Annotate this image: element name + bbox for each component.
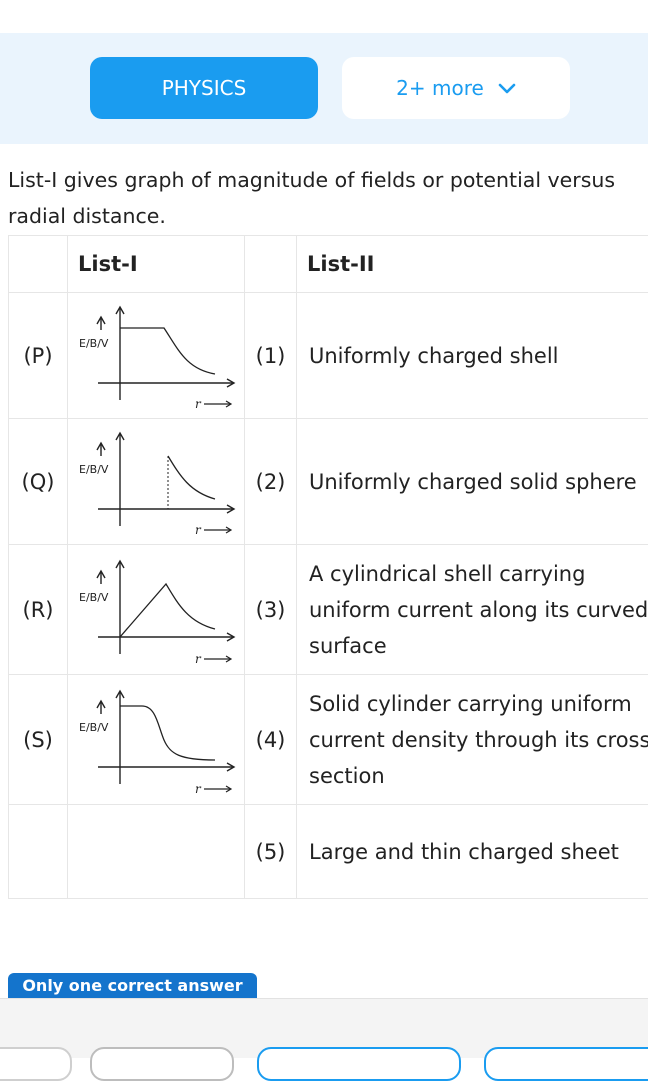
- answer-type-label: Only one correct answer: [22, 976, 242, 995]
- row-label: [9, 805, 68, 899]
- table-row: (Q) E/B/V r (2) Uniformly charged solid …: [9, 419, 648, 545]
- answer-type-badge: Only one correct answer: [8, 973, 257, 998]
- graph-x-label: r: [195, 782, 202, 796]
- more-label: 2+ more: [396, 76, 484, 100]
- row-label: (P): [9, 293, 68, 419]
- graph-x-label: r: [195, 652, 202, 666]
- graph-axis-label: E/B/V: [79, 721, 109, 734]
- list1-header: List-I: [68, 236, 245, 293]
- option-number: (5): [245, 805, 297, 899]
- empty-graph-cell: [68, 805, 245, 899]
- table-header-row: List-I List-II: [9, 236, 648, 293]
- option-number: (2): [245, 419, 297, 545]
- graph-axis-label: E/B/V: [79, 337, 109, 350]
- option-description: A cylindrical shell carrying uniform cur…: [297, 545, 648, 675]
- graph-axis-label: E/B/V: [79, 591, 109, 604]
- question-text: List-I gives graph of magnitude of field…: [8, 162, 638, 234]
- graph-s: E/B/V r: [68, 675, 245, 805]
- chevron-down-icon: [498, 76, 516, 100]
- row-label: (R): [9, 545, 68, 675]
- option-description: Large and thin charged sheet: [297, 805, 648, 899]
- option-card[interactable]: [90, 1047, 234, 1081]
- option-number: (4): [245, 675, 297, 805]
- table-row: (S) E/B/V r (4) Solid cylinder carrying …: [9, 675, 648, 805]
- graph-axis-label: E/B/V: [79, 463, 109, 476]
- option-description: Uniformly charged solid sphere: [297, 419, 648, 545]
- option-number: (1): [245, 293, 297, 419]
- match-table: List-I List-II (P) E/B/V r (1) Uniformly…: [8, 235, 648, 899]
- list2-header: List-II: [297, 236, 648, 293]
- graph-q: E/B/V r: [68, 419, 245, 545]
- header-empty-cell: [9, 236, 68, 293]
- header-empty-cell: [245, 236, 297, 293]
- option-card[interactable]: [484, 1047, 648, 1081]
- option-description: Uniformly charged shell: [297, 293, 648, 419]
- option-description: Solid cylinder carrying uniform current …: [297, 675, 648, 805]
- graph-x-label: r: [195, 397, 202, 411]
- option-card[interactable]: [257, 1047, 461, 1081]
- subject-label: PHYSICS: [162, 76, 247, 100]
- table-row: (5) Large and thin charged sheet: [9, 805, 648, 899]
- row-label: (S): [9, 675, 68, 805]
- table-row: (P) E/B/V r (1) Uniformly charged shell: [9, 293, 648, 419]
- table-row: (R) E/B/V r (3) A cylindrical shell carr…: [9, 545, 648, 675]
- more-subjects-button[interactable]: 2+ more: [342, 57, 570, 119]
- option-card[interactable]: [0, 1047, 72, 1081]
- graph-p: E/B/V r: [68, 293, 245, 419]
- graph-x-label: r: [195, 523, 202, 537]
- subject-button[interactable]: PHYSICS: [90, 57, 318, 119]
- row-label: (Q): [9, 419, 68, 545]
- option-number: (3): [245, 545, 297, 675]
- graph-r: E/B/V r: [68, 545, 245, 675]
